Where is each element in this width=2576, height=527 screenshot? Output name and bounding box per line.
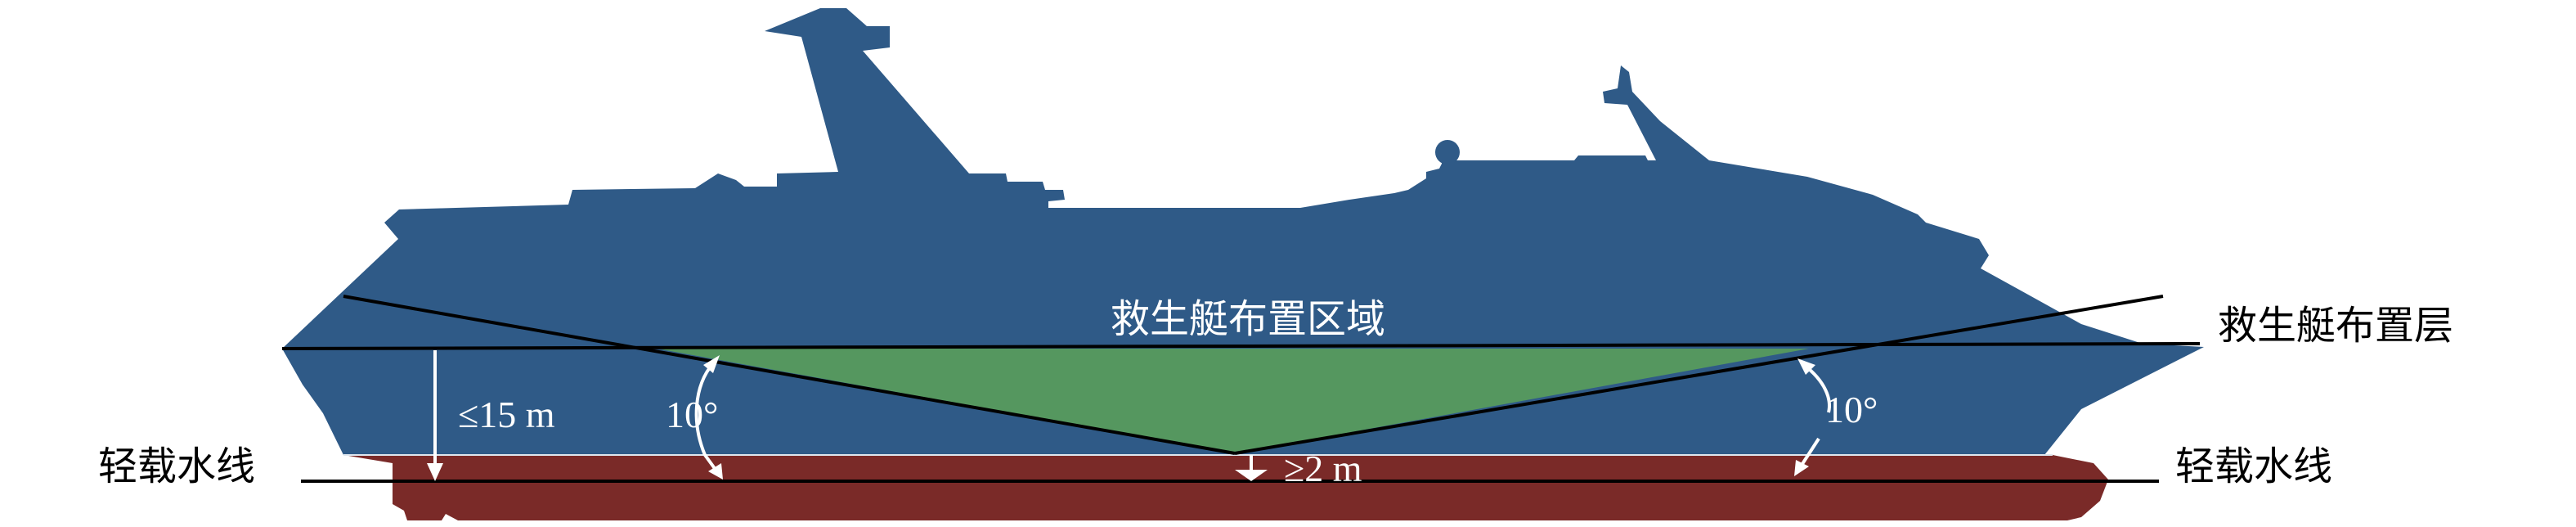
angle-arc-left [694,355,723,480]
lifeboat-deck-label: 救生艇布置层 [2218,304,2453,348]
lifeboat-zone [657,349,1809,453]
angle-line-left [343,295,1236,455]
angle-label-left: 10° [666,394,718,435]
angle-label-right: 10° [1825,389,1878,430]
waterline-label-right: 轻载水线 [2175,445,2332,489]
angle-line-right [1234,295,2164,455]
clearance-arrow [1235,455,1268,481]
lifeboat-zone-label: 救生艇布置区域 [1111,298,1385,341]
clearance-label: ≥2 m [1284,448,1362,489]
height-arrow [427,350,443,481]
angle-arc-right [1794,358,1831,476]
radar-dome [1435,140,1460,164]
underwater-hull [343,455,2108,520]
radar-mast [1442,155,1453,177]
waterline-label-left: 轻载水线 [98,445,255,489]
height-limit-label: ≤15 m [458,394,555,435]
